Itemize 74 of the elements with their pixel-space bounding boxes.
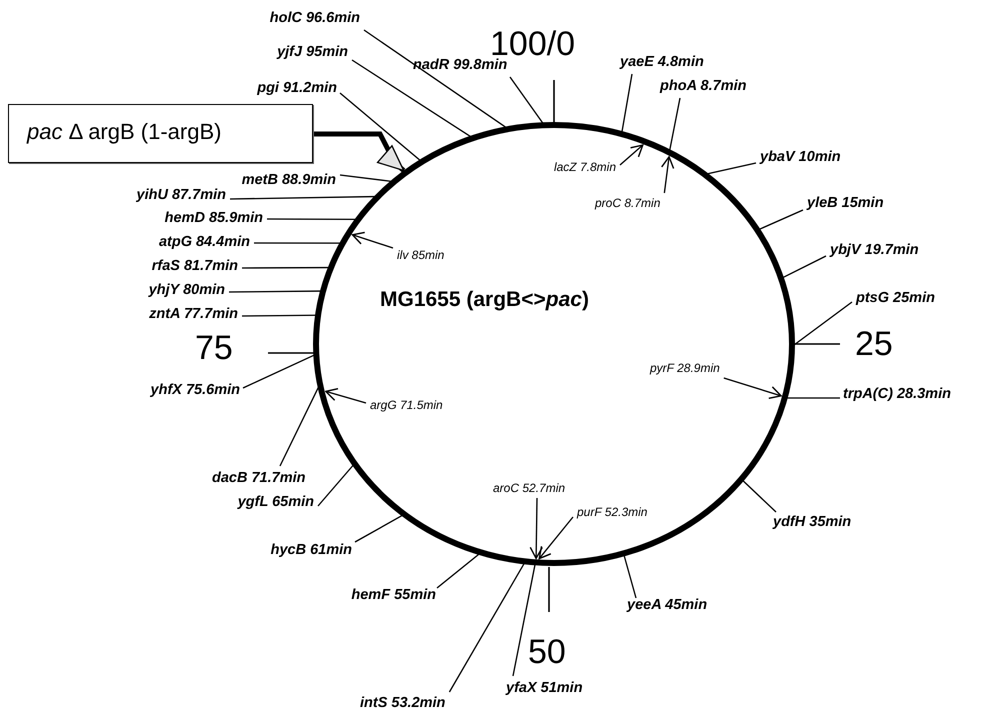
pointer-arrow <box>325 388 366 404</box>
gene-label: yhfX 75.6min <box>150 381 240 399</box>
gene-label: proC 8.7min <box>595 196 660 210</box>
leader-line <box>354 514 403 543</box>
leader-line <box>448 562 525 692</box>
genome-name: MG1655 (argB<>pac) <box>380 288 589 312</box>
gene-label: ilv 85min <box>397 248 444 262</box>
leader-line <box>318 464 354 506</box>
gene-label: yhjY 80min <box>148 281 225 299</box>
gene-label: holC 96.6min <box>270 9 360 27</box>
leader-line <box>623 555 637 598</box>
gene-label: lacZ 7.8min <box>554 160 616 174</box>
scale-label: 75 <box>195 330 233 366</box>
gene-label: zntA 77.7min <box>149 305 238 323</box>
insertion-arrow <box>314 132 406 172</box>
gene-label: pyrF 28.9min <box>650 361 720 375</box>
pointer-arrow <box>724 377 782 400</box>
gene-label: ydfH 35min <box>773 513 852 531</box>
leader-line <box>267 218 356 220</box>
leader-line <box>279 386 320 466</box>
leader-line <box>786 397 840 399</box>
gene-label: intS 53.2min <box>360 694 446 712</box>
gene-label: aroC 52.7min <box>493 481 566 495</box>
gene-label: yeeA 45min <box>627 596 708 614</box>
pointer-arrow <box>620 144 644 166</box>
leader-line <box>242 314 316 317</box>
leader-line <box>707 162 756 174</box>
gene-label: purF 52.3min <box>577 505 648 519</box>
leader-line <box>436 553 480 588</box>
construct-box <box>8 104 313 163</box>
leader-line <box>364 29 506 128</box>
leader-line <box>509 76 544 124</box>
leader-line <box>742 480 776 512</box>
pointer-arrow <box>530 498 543 560</box>
gene-label: ptsG 25min <box>856 289 935 307</box>
leader-line <box>758 209 804 230</box>
scale-label: 50 <box>528 634 566 670</box>
leader-line <box>340 92 421 161</box>
gene-label: trpA(C) 28.3min <box>843 385 951 403</box>
pointer-arrow <box>661 156 674 194</box>
gene-label: hemF 55min <box>351 586 436 604</box>
leader-line <box>782 255 826 278</box>
gene-label: dacB 71.7min <box>212 469 306 487</box>
gene-label: argG 71.5min <box>370 398 443 412</box>
leader-line <box>242 354 315 389</box>
gene-label: yjfJ 95min <box>277 43 348 61</box>
gene-label: rfaS 81.7min <box>152 257 238 275</box>
leader-line <box>669 98 681 150</box>
leader-line <box>340 174 392 182</box>
leader-line <box>229 290 321 293</box>
leader-line <box>621 74 633 132</box>
gene-label: atpG 84.4min <box>158 233 250 251</box>
scale-label: 25 <box>855 326 893 362</box>
gene-label: yaeE 4.8min <box>620 53 704 71</box>
leader-line <box>254 242 340 244</box>
leader-line <box>794 301 852 346</box>
leader-line <box>242 266 329 269</box>
gene-label: metB 88.9min <box>242 171 336 189</box>
gene-label: ybaV 10min <box>760 148 841 166</box>
leader-line <box>352 59 472 138</box>
gene-label: ygfL 65min <box>238 493 314 511</box>
gene-label: hycB 61min <box>270 541 352 559</box>
leader-line <box>512 564 536 676</box>
gene-label: pgi 91.2min <box>257 79 337 97</box>
pointer-arrow <box>538 516 574 560</box>
gene-label: yihU 87.7min <box>136 186 226 204</box>
gene-label: hemD 85.9min <box>164 209 263 227</box>
leader-line <box>230 196 376 200</box>
gene-label: ybjV 19.7min <box>830 241 919 259</box>
construct-label: pac Δ argB (1-argB) <box>27 119 222 145</box>
gene-label: phoA 8.7min <box>660 77 746 95</box>
gene-label: yleB 15min <box>807 194 884 212</box>
pointer-arrow <box>352 232 394 249</box>
gene-label: yfaX 51min <box>506 679 583 697</box>
